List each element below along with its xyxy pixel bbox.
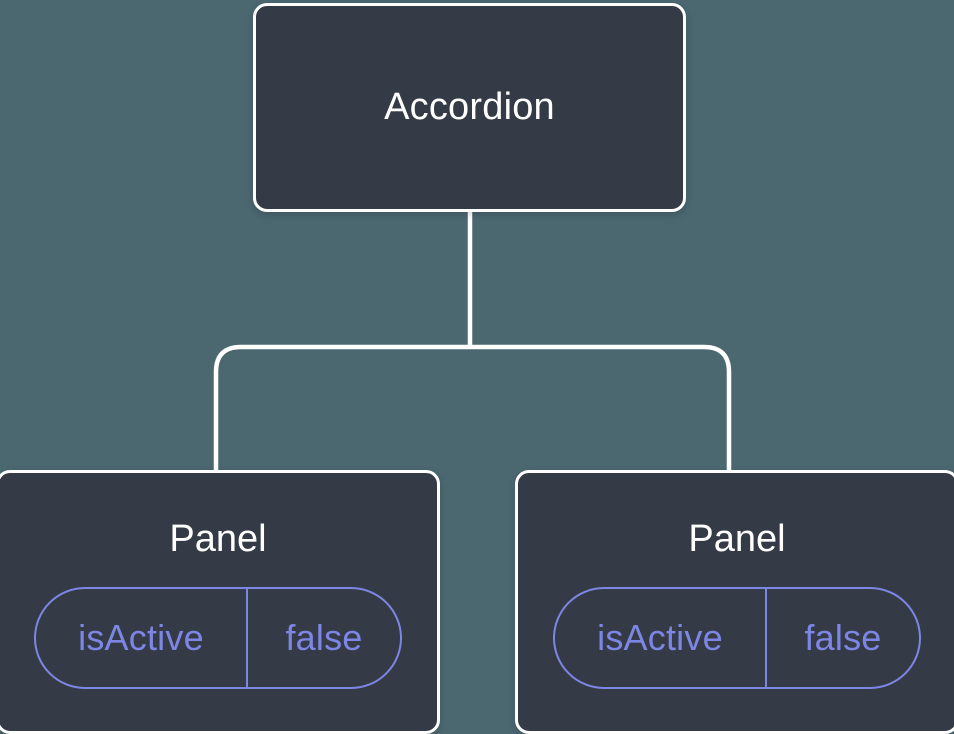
node-panel-right: Panel isActive false [515, 470, 954, 734]
state-pill: isActive false [34, 587, 402, 689]
state-key: isActive [78, 617, 204, 658]
state-key: isActive [597, 617, 723, 658]
panel-label: Panel [688, 518, 786, 560]
node-panel-left: Panel isActive false [0, 470, 440, 734]
connector-bracket [213, 344, 732, 474]
state-value: false [764, 589, 919, 687]
state-value: false [245, 589, 400, 687]
state-pill: isActive false [553, 587, 921, 689]
panel-label: Panel [169, 518, 267, 560]
accordion-label: Accordion [384, 86, 555, 128]
node-accordion: Accordion [253, 3, 686, 212]
